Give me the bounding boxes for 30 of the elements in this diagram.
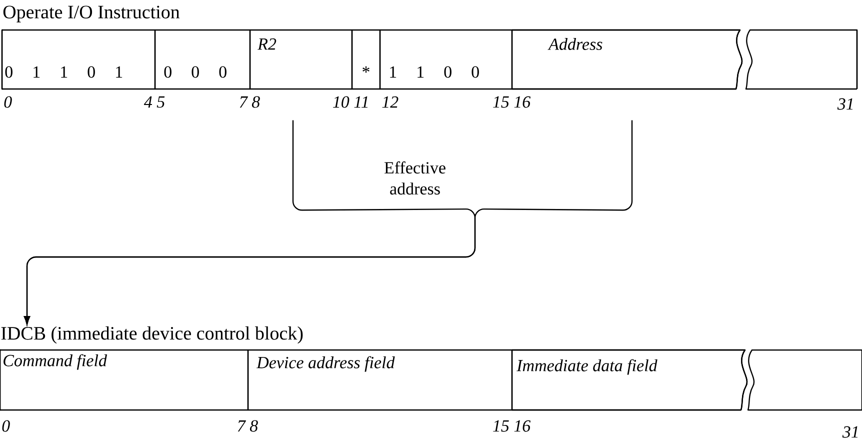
bit-number: 5: [156, 96, 165, 108]
bit-field-cell: *: [351, 29, 381, 90]
bit-field-cell: 0 1 1 0 1: [1, 29, 156, 90]
arrow: [24, 120, 633, 325]
bit-field-cell: Command field: [0, 349, 249, 411]
bit-number: 31: [837, 98, 853, 110]
bit-number: 7: [238, 420, 246, 432]
bit-number: 0: [2, 420, 10, 432]
bit-field-cell: Address: [511, 29, 743, 90]
bit-number: 7: [240, 96, 248, 108]
bit-number: 8: [250, 420, 258, 432]
bit-field-cell: [747, 349, 862, 411]
bit-number: 0: [4, 96, 12, 108]
bit-field-cell: [745, 29, 858, 90]
bit-number: 31: [842, 426, 858, 438]
bit-field-cell: Immediate data field: [511, 349, 748, 411]
bit-field-cell: 0 0 0: [154, 29, 251, 90]
edge-label: Effective address: [373, 159, 457, 197]
bit-number: 15: [493, 96, 509, 108]
bit-field-cell: R2: [249, 29, 353, 90]
bit-number: 4: [144, 96, 152, 108]
bit-number: 8: [252, 96, 260, 108]
bit-field-cell: 1 1 0 0: [379, 29, 513, 90]
bit-number: 11: [354, 96, 368, 108]
bit-number: 12: [382, 96, 398, 108]
bit-field-cell: Device address field: [247, 349, 513, 411]
bit-number: 10: [333, 96, 350, 108]
bit-number: 16: [514, 96, 531, 108]
bit-number: 16: [514, 420, 531, 432]
bit-number: 15: [493, 420, 509, 432]
